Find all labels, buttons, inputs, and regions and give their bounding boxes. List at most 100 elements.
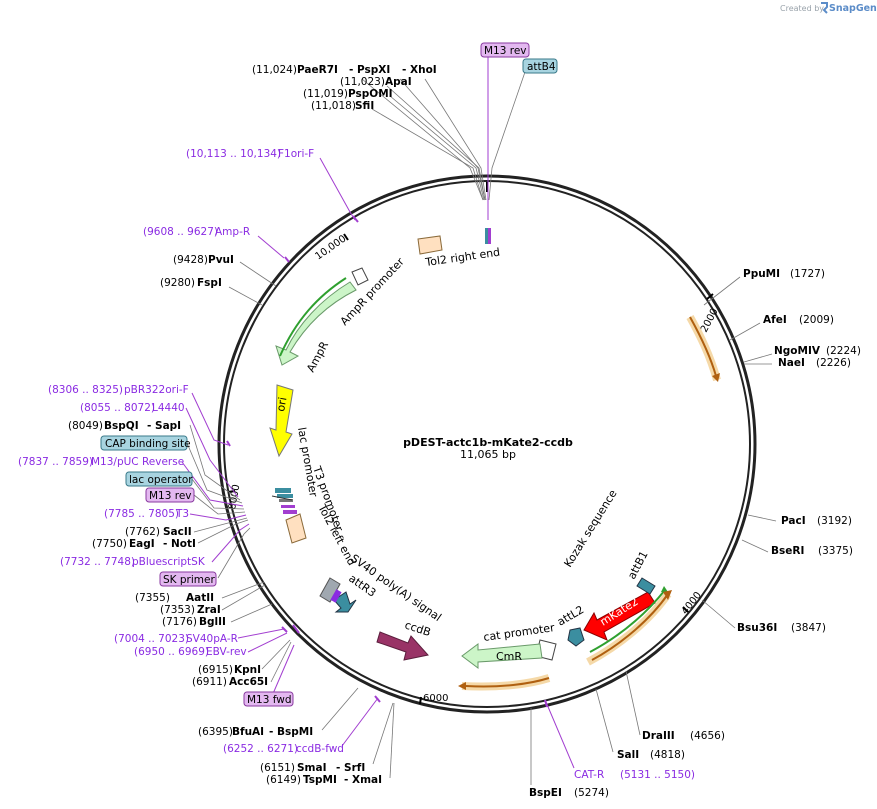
feature-tol2-left-end[interactable]: [285, 513, 307, 544]
right-site-leaders: [701, 276, 777, 629]
site-aatii[interactable]: AatII: [186, 592, 214, 604]
primer-catr[interactable]: CAT-R: [574, 769, 604, 781]
site-bspmi[interactable]: - BspMI: [269, 726, 313, 738]
feature-box-lacop-label: lac operator: [129, 474, 193, 486]
site-pos-bglii: (7176): [162, 616, 197, 628]
site-pspomi[interactable]: PspOMI: [348, 88, 393, 100]
primer-l4440[interactable]: L4440: [152, 402, 185, 414]
site-pos-tspmi: (6149): [266, 774, 301, 786]
site-eagi[interactable]: EagI: [129, 538, 155, 550]
attb4-feature-mark: [485, 228, 488, 244]
m13rev-feature-mark: [488, 228, 491, 244]
site-pos-bsu36i: (3847): [791, 622, 826, 634]
site-xmai[interactable]: - XmaI: [344, 774, 382, 786]
tick-label-2000: 2000: [699, 307, 721, 335]
primer-f1ori[interactable]: F1ori-F: [278, 148, 314, 160]
site-pos-aatii: (7355): [135, 592, 170, 604]
primer-range-m13rev: (7837 .. 7859): [18, 456, 93, 468]
primer-t3[interactable]: T3: [175, 508, 189, 520]
site-ppumi[interactable]: PpuMI: [743, 268, 780, 280]
site-pos-kpni: (6915): [198, 664, 233, 676]
primer-ebv[interactable]: EBV-rev: [206, 646, 247, 658]
site-pspxi[interactable]: - PspXI: [349, 64, 390, 76]
feature-kozak-label[interactable]: Kozak sequence: [562, 487, 620, 569]
site-pos-eagi: (7750): [92, 538, 127, 550]
site-pvui-leader: [239, 261, 277, 287]
feature-lac-promoter-label[interactable]: lac promoter: [295, 426, 320, 498]
feature-ori[interactable]: ori: [269, 384, 294, 458]
site-zrai[interactable]: ZraI: [197, 604, 221, 616]
site-sali[interactable]: SalI: [617, 749, 639, 761]
site-xhoi[interactable]: - XhoI: [402, 64, 437, 76]
primer-ampr[interactable]: Amp-R: [215, 226, 250, 238]
top-site-leaders: [361, 57, 526, 220]
bottom-leaders: [321, 670, 641, 785]
snapgene-logo-icon: [821, 2, 828, 14]
site-pos-sfii: (11,018): [311, 100, 356, 112]
site-afei[interactable]: AfeI: [763, 314, 787, 326]
feature-green-arc: [589, 589, 666, 653]
site-pos-ppumi: (1727): [790, 268, 825, 280]
site-acc65i[interactable]: Acc65I: [229, 676, 268, 688]
site-bsu36i[interactable]: Bsu36I: [737, 622, 777, 634]
feature-box-attb4[interactable]: attB4: [522, 58, 558, 74]
primer-box-sk-primer[interactable]: SK primer: [159, 571, 217, 587]
tick-10000: [343, 233, 349, 241]
site-pos-bspqi: (8049): [68, 420, 103, 432]
tick-label-6000: 6000: [423, 693, 448, 704]
feature-box-lac-operator[interactable]: lac operator: [125, 471, 193, 487]
primer-pbs[interactable]: pBluescriptSK: [132, 556, 206, 568]
feature-ampr-label: AmpR: [304, 339, 331, 374]
site-noti[interactable]: - NotI: [163, 538, 196, 550]
feature-ori-label: ori: [274, 396, 289, 412]
site-paci[interactable]: PacI: [781, 515, 806, 527]
feature-cmr[interactable]: CmR: [461, 643, 543, 669]
primer-pbr-mark: [226, 440, 231, 447]
site-tspmi[interactable]: TspMI: [303, 774, 337, 786]
site-bseri[interactable]: BseRI: [771, 545, 804, 557]
site-paer7i[interactable]: PaeR7I: [297, 64, 338, 76]
site-apai[interactable]: ApaI: [385, 76, 412, 88]
site-fspi[interactable]: FspI: [197, 277, 222, 289]
site-pos-bseri: (3375): [818, 545, 853, 557]
feature-box-cap-label: CAP binding site: [105, 438, 191, 450]
backbone-outer: [217, 174, 757, 714]
site-pos-bspei: (5274): [574, 787, 609, 799]
site-kpni[interactable]: KpnI: [234, 664, 261, 676]
site-naei[interactable]: NaeI: [778, 357, 805, 369]
site-sfii[interactable]: SfiI: [355, 100, 374, 112]
site-sapi[interactable]: - SapI: [147, 420, 181, 432]
primer-m13rev[interactable]: M13/pUC Reverse: [91, 456, 184, 468]
ruler-ticks: [227, 182, 714, 705]
site-sacii[interactable]: SacII: [163, 526, 192, 538]
site-smai[interactable]: SmaI: [297, 762, 327, 774]
feature-attb1[interactable]: attB1: [625, 549, 656, 595]
site-pos-bfuai: (6395): [198, 726, 233, 738]
site-pos-fspi: (9280): [160, 277, 195, 289]
site-srfi[interactable]: - SrfI: [336, 762, 365, 774]
tick-4000: [682, 606, 689, 613]
primer-sv40-mark: [281, 626, 288, 633]
primer-ebv-mark: [292, 624, 300, 634]
primer-box-m13-fwd[interactable]: M13 fwd: [243, 691, 294, 707]
site-bfuai[interactable]: BfuAI: [232, 726, 264, 738]
primer-pbr[interactable]: pBR322ori-F: [124, 384, 189, 396]
site-bspei[interactable]: BspEI: [529, 787, 562, 799]
feature-ccdb[interactable]: ccdB: [376, 618, 432, 661]
primer-box-m13rev-top[interactable]: M13 rev: [480, 42, 530, 58]
site-bglii[interactable]: BglII: [199, 616, 226, 628]
primer-ampr-leader: [257, 235, 285, 259]
primer-ccdb[interactable]: ccdB-fwd: [296, 743, 344, 755]
site-ngomiv[interactable]: NgoMIV: [774, 345, 821, 357]
feature-attl2[interactable]: attL2: [555, 603, 586, 647]
site-pvui[interactable]: PvuI: [208, 254, 234, 266]
primer-range-t3: (7785 .. 7805): [104, 508, 179, 520]
primer-range-ampr: (9608 .. 9627): [143, 226, 218, 238]
feature-box-cap-binding-site[interactable]: CAP binding site: [100, 435, 191, 451]
site-bspqi[interactable]: BspQI: [104, 420, 139, 432]
primer-box-m13rev-left[interactable]: M13 rev: [145, 487, 195, 503]
site-draiii[interactable]: DraIII: [642, 730, 675, 742]
primer-sv40[interactable]: SV40pA-R: [186, 633, 238, 645]
feature-sv40-polya[interactable]: SV40 poly(A) signal: [319, 552, 444, 624]
left-lower-leaders: [221, 581, 295, 697]
